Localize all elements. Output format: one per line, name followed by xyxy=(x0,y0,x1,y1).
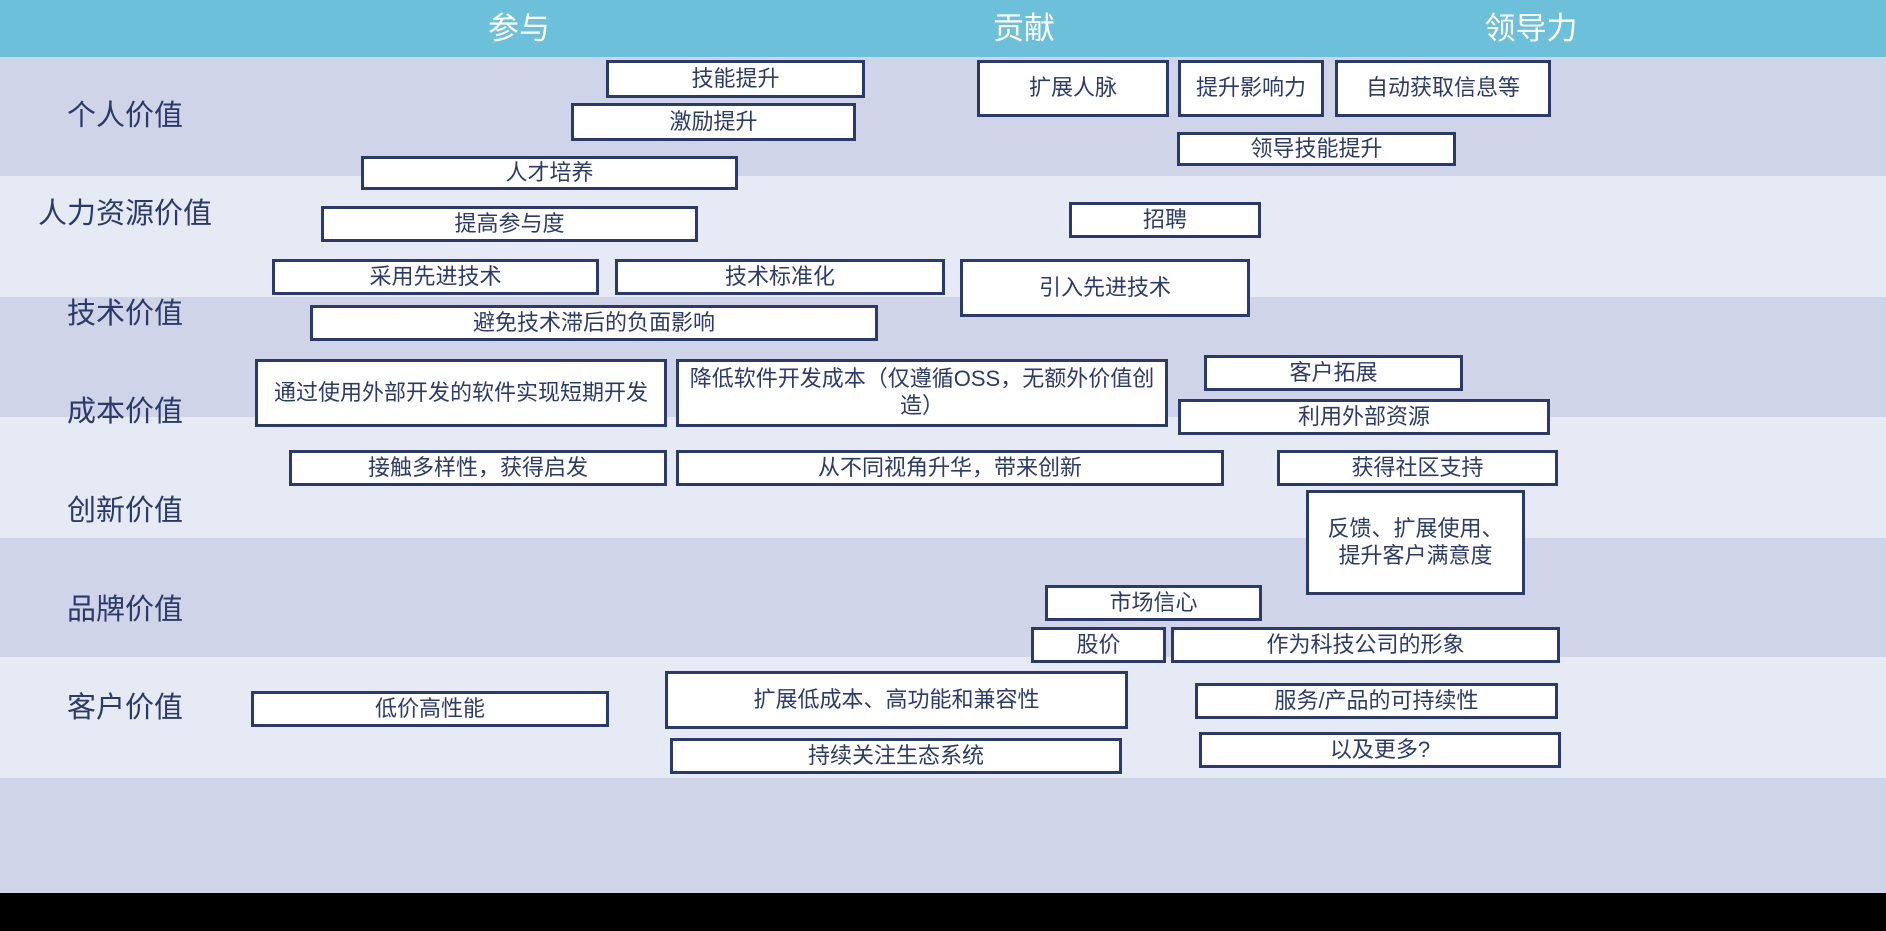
value-box[interactable]: 技术标准化 xyxy=(615,259,945,295)
value-box[interactable]: 人才培养 xyxy=(361,156,738,190)
row-label-6: 客户价值 xyxy=(67,692,184,724)
value-box[interactable]: 引入先进技术 xyxy=(960,259,1250,317)
value-box[interactable]: 利用外部资源 xyxy=(1178,399,1550,435)
value-box[interactable]: 客户拓展 xyxy=(1204,355,1463,391)
value-box[interactable]: 获得社区支持 xyxy=(1277,450,1558,486)
row-label-1: 人力资源价值 xyxy=(38,198,213,230)
value-box[interactable]: 激励提升 xyxy=(571,103,856,141)
value-box[interactable]: 避免技术滞后的负面影响 xyxy=(310,305,878,341)
value-box[interactable]: 作为科技公司的形象 xyxy=(1171,627,1560,663)
column-header-2: 领导力 xyxy=(1484,11,1578,46)
value-box[interactable]: 持续关注生态系统 xyxy=(670,738,1122,774)
row-band xyxy=(0,57,1886,176)
value-box[interactable]: 以及更多? xyxy=(1199,732,1561,768)
row-band xyxy=(0,538,1886,657)
column-header-0: 参与 xyxy=(488,11,550,46)
value-box[interactable]: 采用先进技术 xyxy=(272,259,599,295)
value-box[interactable]: 市场信心 xyxy=(1045,585,1262,621)
value-box[interactable]: 从不同视角升华，带来创新 xyxy=(676,450,1224,486)
row-label-0: 个人价值 xyxy=(67,100,184,132)
value-box[interactable]: 提升影响力 xyxy=(1178,60,1324,117)
row-band xyxy=(0,778,1886,893)
value-box[interactable]: 降低软件开发成本（仅遵循OSS，无额外价值创造） xyxy=(676,359,1168,427)
value-box[interactable]: 提高参与度 xyxy=(321,206,698,242)
value-box[interactable]: 扩展低成本、高功能和兼容性 xyxy=(665,671,1128,729)
row-label-4: 创新价值 xyxy=(67,495,184,527)
bottom-black-bar xyxy=(0,893,1886,931)
column-header-1: 贡献 xyxy=(993,11,1055,46)
value-box[interactable]: 股价 xyxy=(1031,627,1166,663)
value-box[interactable]: 招聘 xyxy=(1069,202,1261,238)
column-header-strip xyxy=(0,0,1886,57)
value-box[interactable]: 技能提升 xyxy=(606,60,865,98)
value-box[interactable]: 自动获取信息等 xyxy=(1335,60,1551,117)
value-box[interactable]: 低价高性能 xyxy=(251,691,609,727)
row-label-5: 品牌价值 xyxy=(67,594,184,626)
row-label-3: 成本价值 xyxy=(67,396,184,428)
value-box[interactable]: 反馈、扩展使用、提升客户满意度 xyxy=(1306,490,1525,595)
value-box[interactable]: 服务/产品的可持续性 xyxy=(1195,683,1558,719)
value-box[interactable]: 通过使用外部开发的软件实现短期开发 xyxy=(255,359,667,427)
value-box[interactable]: 领导技能提升 xyxy=(1177,132,1456,166)
value-box[interactable]: 扩展人脉 xyxy=(977,60,1169,117)
value-box[interactable]: 接触多样性，获得启发 xyxy=(289,450,667,486)
row-label-2: 技术价值 xyxy=(67,298,184,330)
